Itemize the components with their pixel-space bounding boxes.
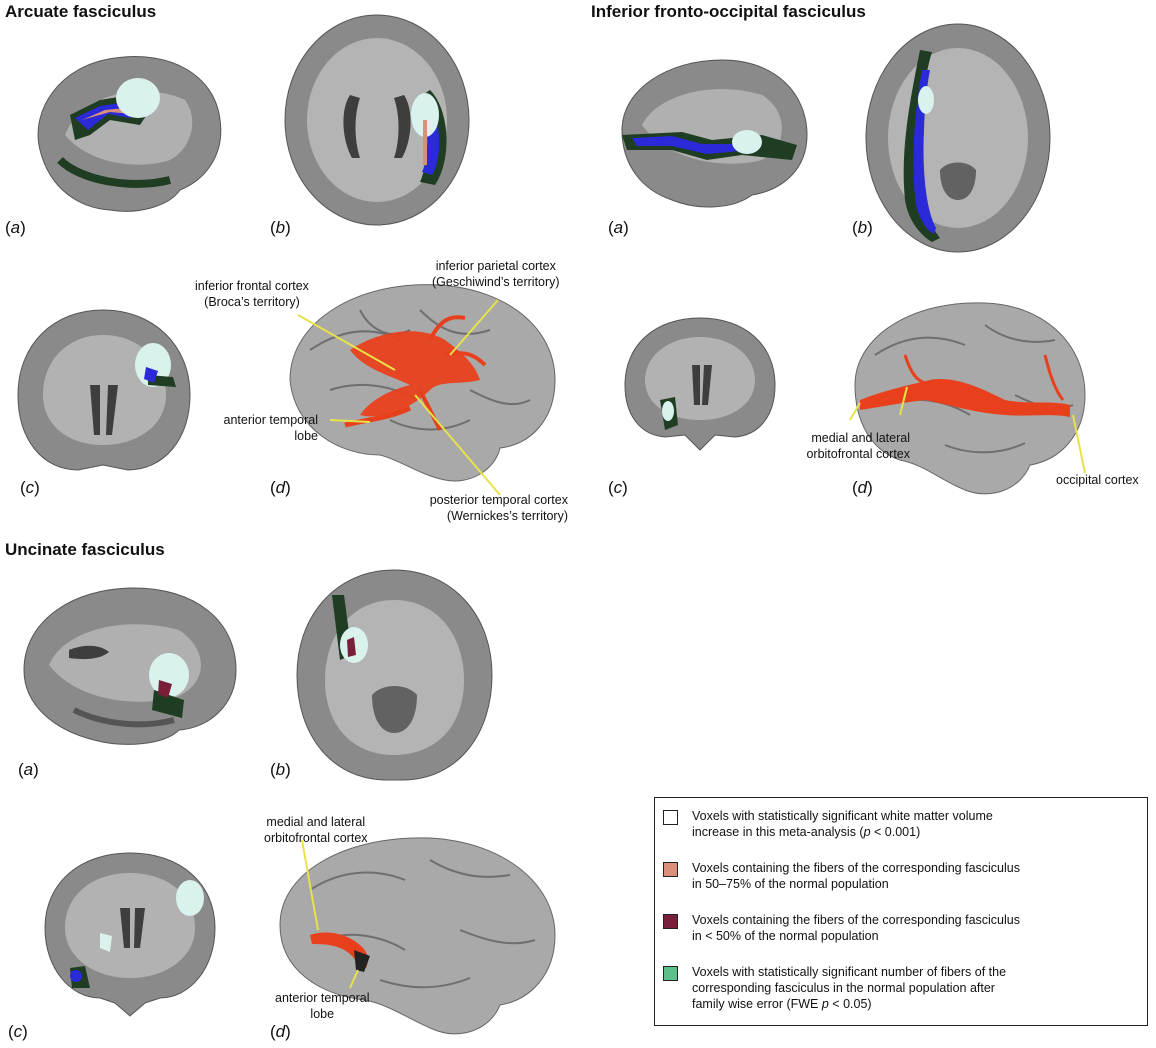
annot-wernicke: posterior temporal cortex (Wernickes’s t…	[429, 493, 568, 523]
ifof-panel-label-b: (b)	[852, 218, 873, 237]
legend-text-2: Voxels containing the fibers of the corr…	[692, 861, 1020, 891]
annot-uncinate-orbitofrontal: medial and lateral orbitofrontal cortex	[264, 815, 368, 845]
ifof-axial-slice	[865, 23, 1051, 253]
legend-item-50-75: Voxels containing the fibers of the corr…	[663, 860, 1122, 892]
section-title-arcuate: Arcuate fasciculus	[5, 2, 157, 21]
uncinate-panel-label-a: (a)	[18, 760, 39, 779]
ifof-3d-surface	[849, 302, 1086, 495]
legend-item-volume-increase: Voxels with statistically significant wh…	[663, 808, 1122, 840]
uncinate-panel-label-b: (b)	[270, 760, 291, 779]
legend-item-under-50: Voxels containing the fibers of the corr…	[663, 912, 1122, 944]
legend-swatch-maroon	[663, 914, 678, 929]
annot-uncinate-anterior-temporal: anterior temporal lobe	[275, 991, 370, 1021]
legend-text-4: Voxels with statistically significant nu…	[692, 965, 1007, 1011]
arcuate-panel-label-d: (d)	[270, 478, 291, 497]
uncinate-panel-label-d: (d)	[270, 1022, 291, 1041]
legend-item-fwe: Voxels with statistically significant nu…	[663, 964, 1122, 1012]
ifof-panel-label-c: (c)	[608, 478, 628, 497]
annot-ifof-orbitofrontal: medial and lateral orbitofrontal cortex	[806, 431, 910, 461]
ifof-coronal-slice	[624, 317, 776, 451]
annot-arcuate-anterior-temporal: anterior temporal lobe	[223, 413, 319, 443]
uncinate-3d-surface	[279, 837, 556, 1035]
legend-swatch-salmon	[663, 862, 678, 877]
ifof-sagittal-slice	[621, 59, 808, 208]
ifof-panel-label-a: (a)	[608, 218, 629, 237]
legend-text-3: Voxels containing the fibers of the corr…	[692, 913, 1020, 943]
uncinate-axial-slice	[296, 569, 493, 781]
arcuate-panel-label-c: (c)	[20, 478, 40, 497]
section-title-ifof: Inferior fronto-occipital fasciculus	[591, 2, 866, 21]
ifof-panel-label-d: (d)	[852, 478, 873, 497]
arcuate-panel-label-a: (a)	[5, 218, 26, 237]
arcuate-sagittal-slice	[37, 56, 222, 212]
legend-box: Voxels with statistically significant wh…	[654, 797, 1148, 1026]
arcuate-coronal-slice	[17, 309, 191, 471]
uncinate-sagittal-slice	[23, 587, 237, 745]
arcuate-3d-surface	[289, 284, 556, 496]
legend-swatch-green	[663, 966, 678, 981]
annot-occipital: occipital cortex	[1056, 473, 1139, 487]
arcuate-panel-label-b: (b)	[270, 218, 291, 237]
annot-geschwind: inferior parietal cortex (Geschiwind’s t…	[432, 259, 560, 289]
arcuate-axial-slice	[284, 14, 470, 226]
annot-broca: inferior frontal cortex (Broca’s territo…	[195, 279, 309, 309]
legend-swatch-white	[663, 810, 678, 825]
section-title-uncinate: Uncinate fasciculus	[5, 540, 165, 559]
uncinate-panel-label-c: (c)	[8, 1022, 28, 1041]
uncinate-coronal-slice	[44, 852, 216, 1017]
legend-text-1: Voxels with statistically significant wh…	[692, 809, 993, 839]
